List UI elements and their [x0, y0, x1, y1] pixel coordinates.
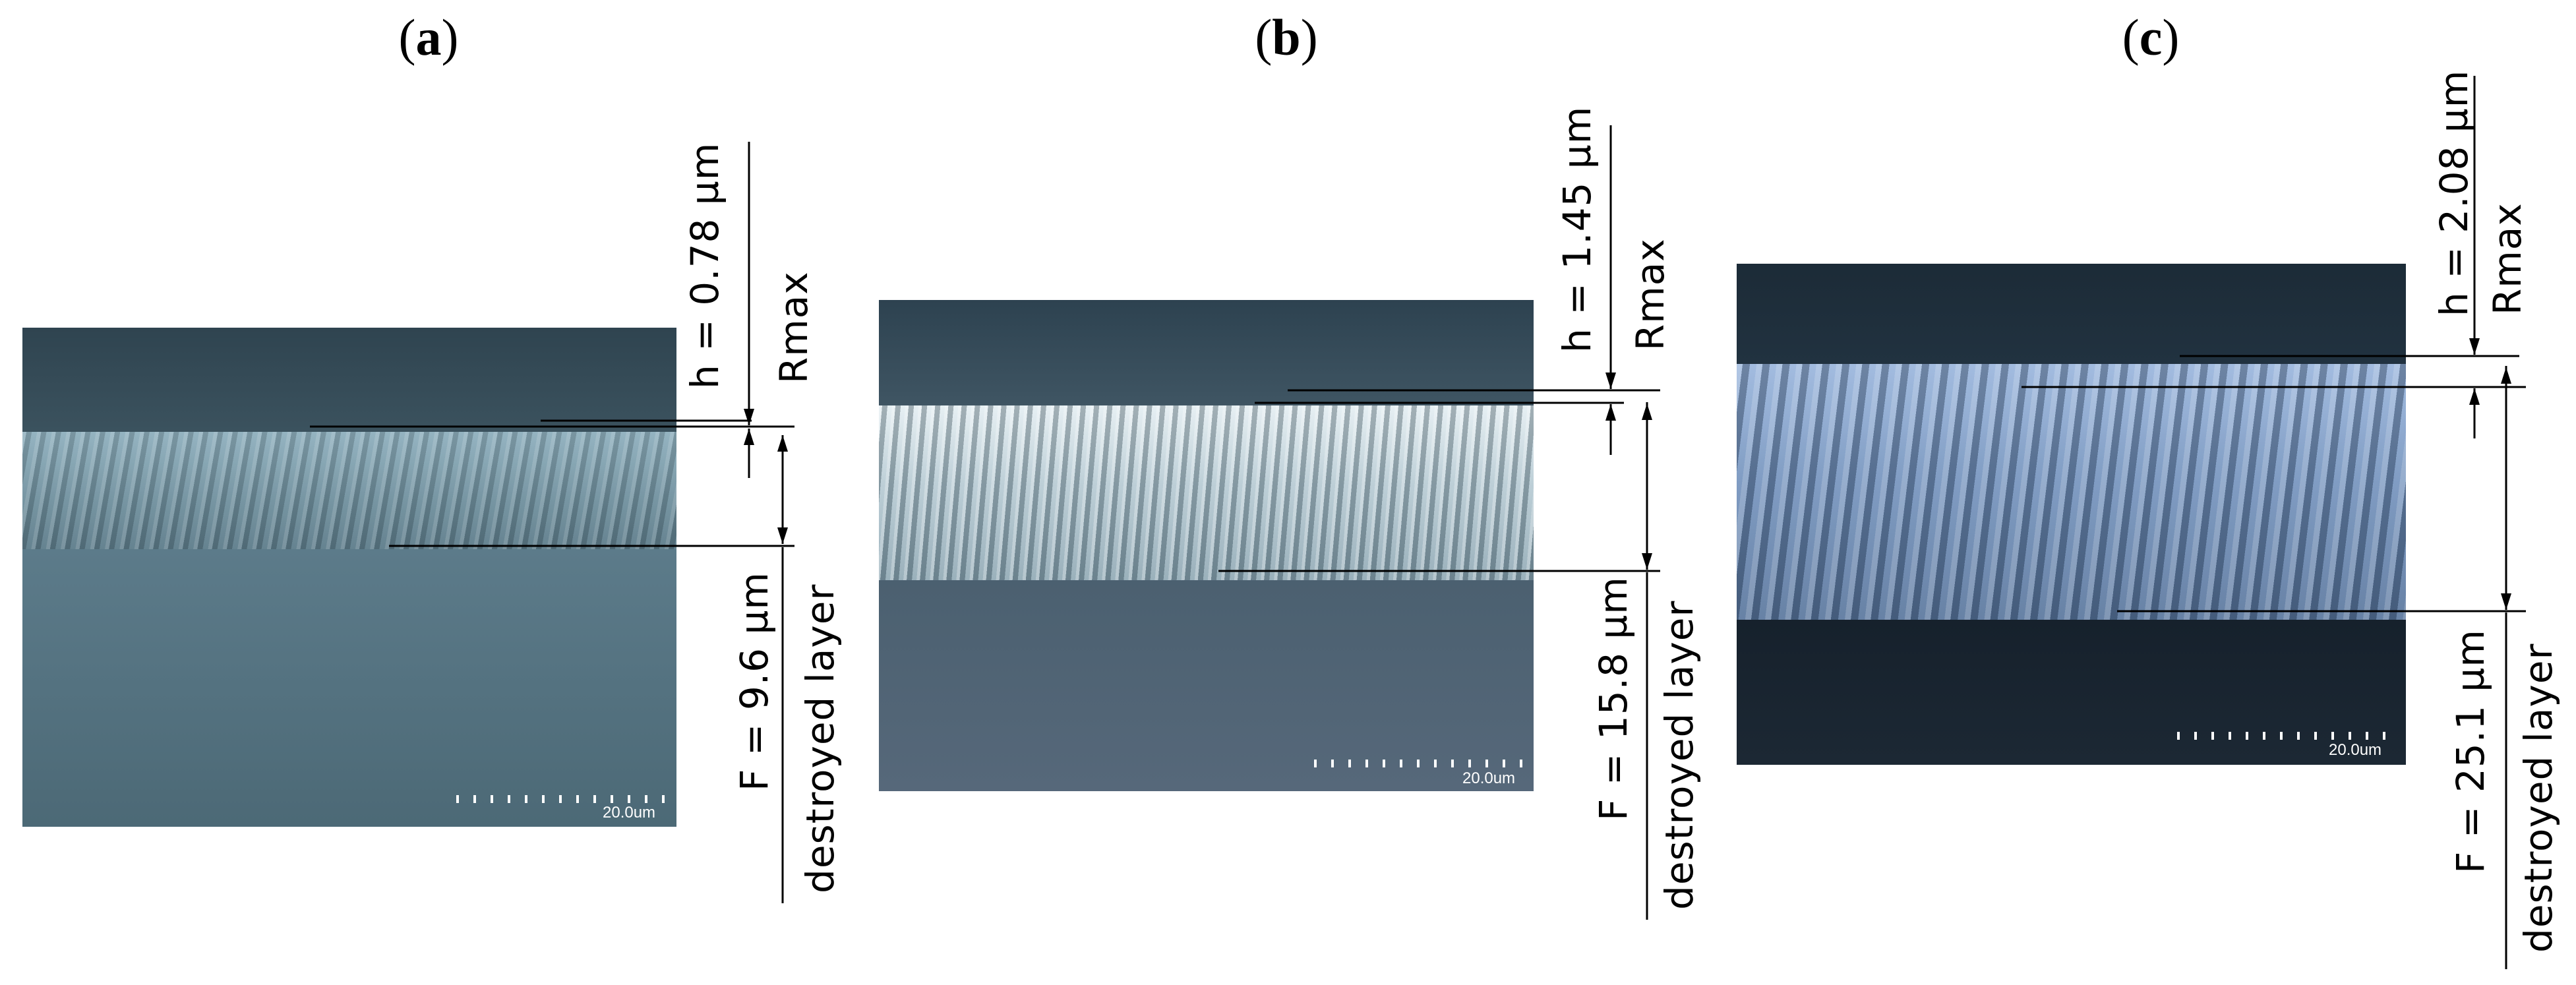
thickness-label: F = 9.6 µm — [732, 572, 777, 791]
scale-label: 20.0um — [1462, 769, 1516, 787]
roughness-label: Rmax — [771, 271, 816, 384]
scale-bar — [2177, 732, 2391, 740]
roughness-label: Rmax — [1628, 238, 1673, 351]
destroyed-layer-label: destroyed layer — [798, 583, 843, 893]
dimension-lines-a — [310, 142, 794, 903]
scale-label: 20.0um — [603, 804, 656, 821]
sem-image-a: 20.0um — [22, 328, 676, 827]
height-label: h = 2.08 µm — [2432, 69, 2476, 316]
height-label: h = 0.78 µm — [682, 142, 727, 389]
panel-letter: a — [415, 9, 442, 66]
coating-cross-section — [879, 405, 1534, 580]
panel-label-c: (c) — [2122, 9, 2180, 66]
panel-a: (a) 20.0um h = 0.78 µm Rmax F = 9.6 µm d… — [0, 0, 859, 985]
dimension-lines-b — [1218, 125, 1660, 920]
panel-b: (b) 20.0um h = 1.45 µm Rmax F = 15.8 µm … — [859, 0, 1718, 985]
scale-bar — [456, 795, 667, 803]
dimension-lines-c — [2022, 76, 2526, 969]
coating-cross-section — [1737, 364, 2406, 620]
thickness-label: F = 25.1 µm — [2448, 629, 2493, 874]
panel-letter: b — [1272, 9, 1301, 66]
thickness-label: F = 15.8 µm — [1591, 576, 1636, 821]
panel-letter: c — [2139, 9, 2163, 66]
sem-image-b: 20.0um — [879, 300, 1534, 791]
panel-c: (c) 20.0um h = 2.08 µm Rmax F = 25.1 µm … — [1718, 0, 2576, 985]
scale-bar — [1314, 760, 1528, 767]
roughness-label: Rmax — [2485, 202, 2530, 315]
destroyed-layer-label: destroyed layer — [2516, 643, 2561, 953]
coating-cross-section — [22, 432, 676, 549]
scale-label: 20.0um — [2329, 741, 2382, 759]
destroyed-layer-label: destroyed layer — [1657, 600, 1702, 910]
height-label: h = 1.45 µm — [1555, 105, 1600, 353]
panel-label-b: (b) — [1255, 9, 1318, 66]
sem-image-c: 20.0um — [1737, 264, 2406, 765]
panel-label-a: (a) — [398, 9, 459, 66]
